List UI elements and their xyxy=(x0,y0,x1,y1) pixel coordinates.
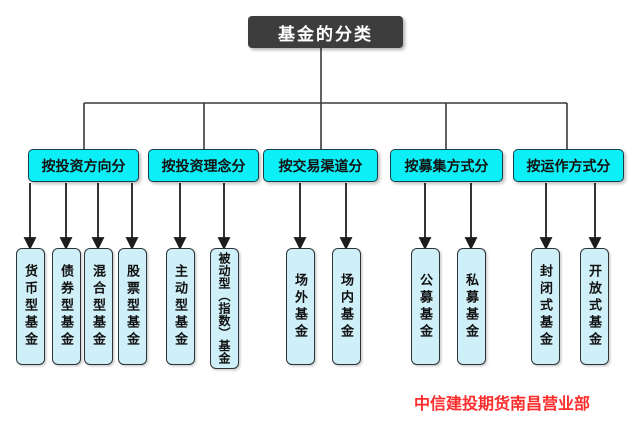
branch-node-investment-philosophy: 按投资理念分 xyxy=(148,149,259,182)
leaf-node-hybrid-fund: 混合型基金 xyxy=(84,248,113,365)
branch-node-operation-method: 按运作方式分 xyxy=(513,149,624,182)
branch-node-investment-direction: 按投资方向分 xyxy=(28,149,139,182)
leaf-node-open-end-fund: 开放式基金 xyxy=(580,248,609,365)
leaf-node-public-fund: 公募基金 xyxy=(411,248,440,365)
branch-node-fundraising-method: 按募集方式分 xyxy=(390,149,503,182)
root-node-fund-classification: 基金的分类 xyxy=(248,16,403,48)
leaf-node-otc-fund: 场外基金 xyxy=(286,248,315,365)
leaf-node-money-fund: 货币型基金 xyxy=(16,248,45,365)
leaf-node-closed-end-fund: 封闭式基金 xyxy=(531,248,560,365)
leaf-node-stock-fund: 股票型基金 xyxy=(118,248,147,365)
leaf-node-exchange-fund: 场内基金 xyxy=(332,248,361,365)
leaf-node-passive-index-fund: 被动型（指数）基金 xyxy=(210,248,239,369)
branch-node-trading-channel: 按交易渠道分 xyxy=(263,149,378,182)
leaf-node-active-fund: 主动型基金 xyxy=(166,248,195,365)
leaf-node-private-fund: 私募基金 xyxy=(457,248,486,365)
footer-watermark: 中信建投期货南昌营业部 xyxy=(414,396,591,413)
leaf-node-bond-fund: 债券型基金 xyxy=(52,248,81,365)
